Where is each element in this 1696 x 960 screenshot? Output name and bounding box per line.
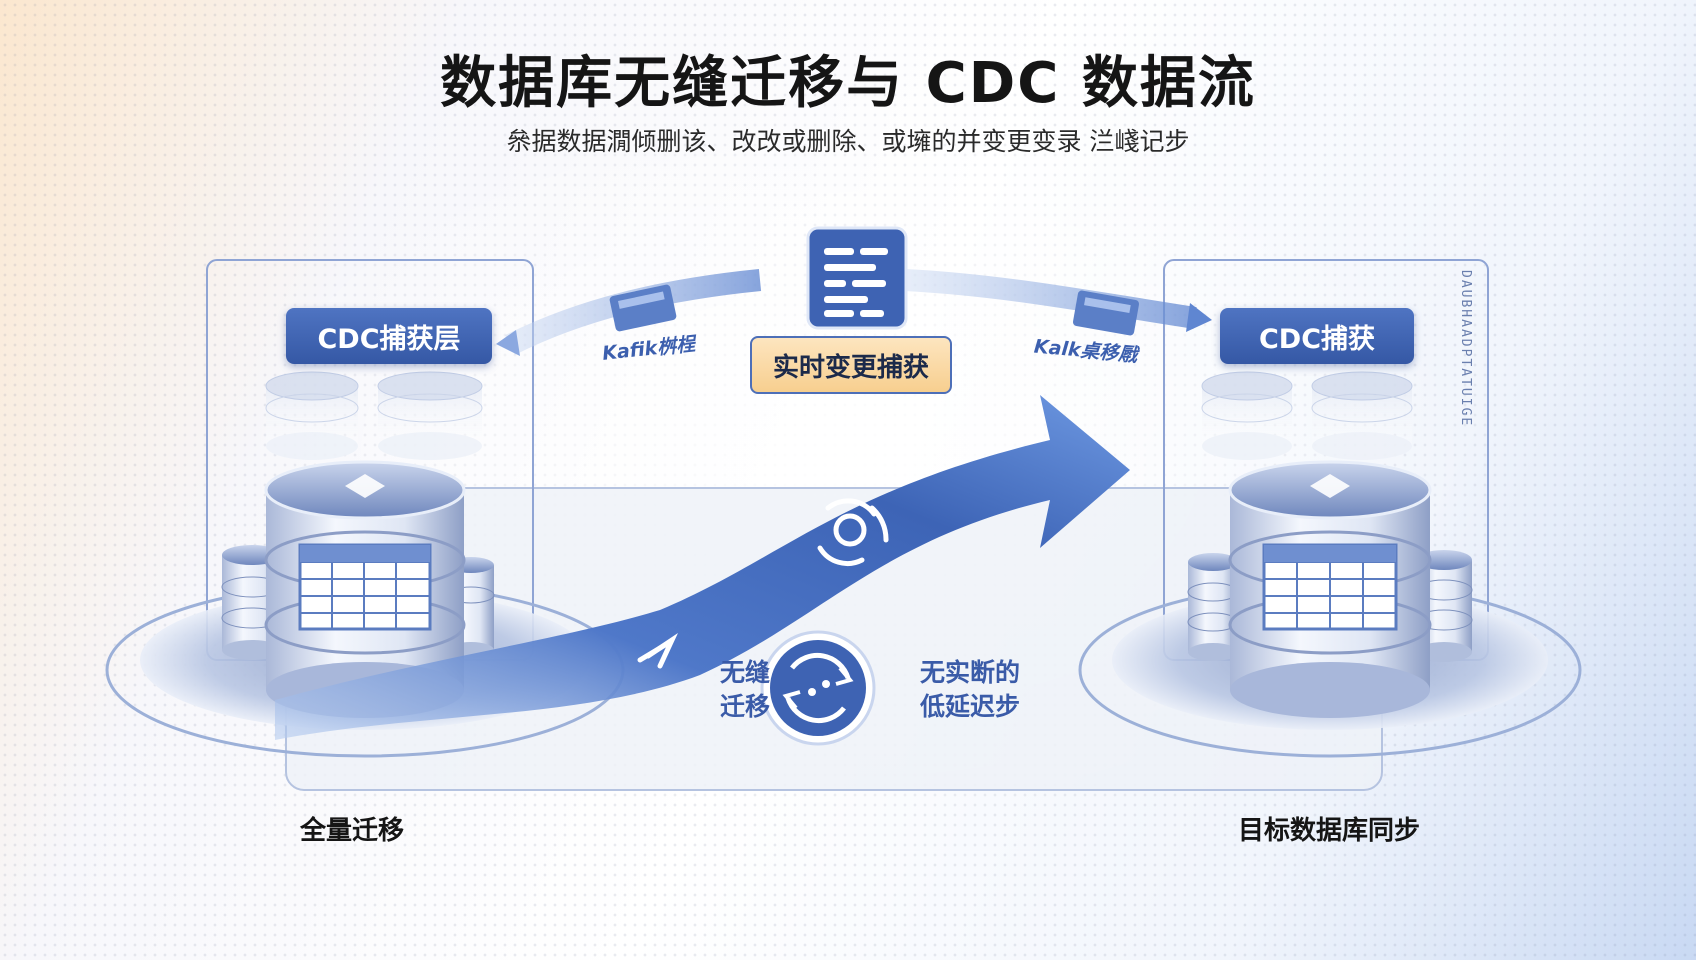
page-title: 数据库无缝迁移与 CDC 数据流: [440, 51, 1256, 116]
feature-low-latency: 无实断的 低延迟步: [920, 656, 1020, 724]
feature-low-latency-line1: 无实断的: [920, 658, 1021, 687]
feature-low-latency-line2: 低延迟步: [920, 692, 1021, 721]
full-migration-label: 全量迁移: [300, 816, 405, 846]
feature-seamless-line1: 无缝: [720, 658, 771, 687]
page-subtitle: 㕘据数据㵎倾删该、改改或删除、或㙲的并变更变录 㳕㟞记步: [506, 127, 1190, 156]
flow-arrow-left: [496, 269, 762, 356]
target-database-icon: [1228, 460, 1432, 718]
realtime-capture-label: 实时变更捕获: [750, 336, 952, 394]
left-cdc-layer-label: CDC捕获层: [286, 308, 492, 364]
data-stream-icon: [806, 226, 908, 330]
right-cdc-layer-label: CDC捕获: [1220, 308, 1414, 364]
sync-cycle-icon: [760, 630, 876, 746]
feature-seamless-line2: 迁移: [720, 692, 771, 721]
signal-icon: [817, 498, 889, 566]
flow-arrow-right: [904, 269, 1212, 336]
vertical-side-text: DAUBHAADPTATUIGE: [1458, 270, 1473, 428]
migration-arrow: [275, 395, 1130, 740]
ghost-database-left: [265, 371, 483, 460]
ghost-database-right: [1201, 371, 1413, 460]
feature-seamless-migration: 无缝 迁移: [720, 656, 770, 724]
target-sync-label: 目标数据库同步: [1238, 816, 1421, 846]
